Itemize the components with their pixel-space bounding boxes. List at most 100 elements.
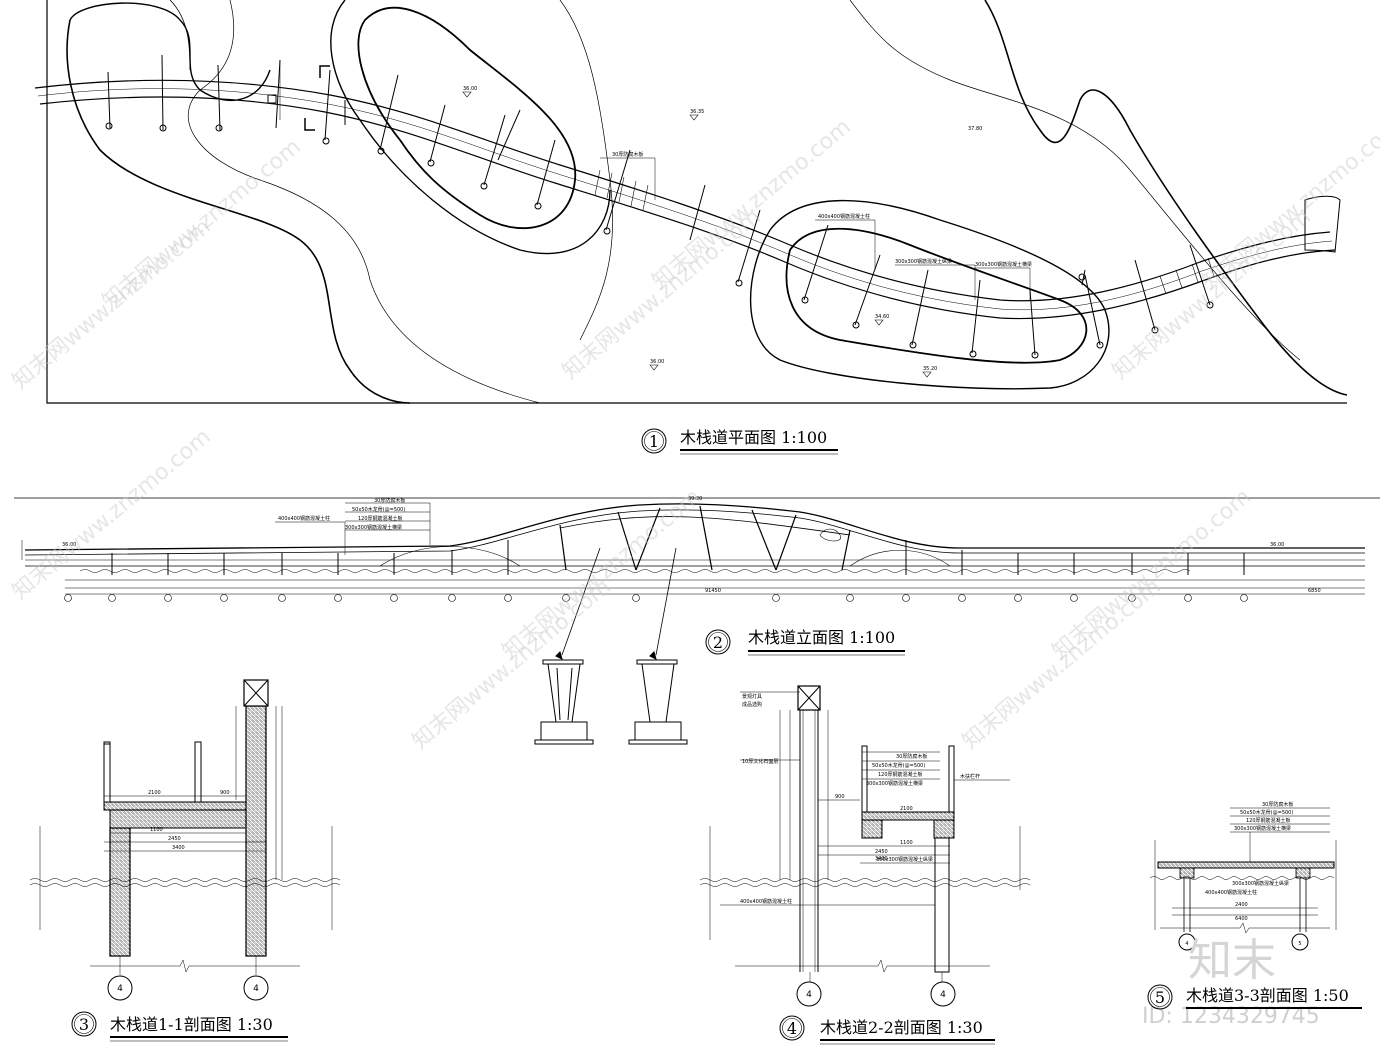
section-3-3-note: 300x300钢筋混凝土纵梁 <box>1232 880 1289 887</box>
plan-level: 35.20 <box>923 366 937 372</box>
watermark-logo: 知末 <box>1188 935 1276 986</box>
elevation-note-pier: 400x400钢筋混凝土柱 <box>278 515 330 522</box>
plan-title: 1 木栈道平面图 1:100 <box>641 428 838 455</box>
dimension: 1100 <box>150 827 163 833</box>
plan-note-pier: 400x400钢筋混凝土柱 <box>818 213 870 220</box>
plan-frame <box>46 0 1347 404</box>
section-3-3-title-text: 木栈道3-3剖面图 1:50 <box>1186 986 1349 1005</box>
elevation-axis-bubbles <box>64 594 1248 602</box>
axis-bubble-label: 4 <box>1185 941 1188 947</box>
plan-level: 37.80 <box>968 126 982 132</box>
section-3-3-note: 120厚钢筋混凝土板 <box>1246 817 1291 824</box>
watermark-text: 知末网www.znzmo.com <box>98 134 306 314</box>
walkway-edge-top <box>34 79 1331 302</box>
watermarks: 知末网www.znzmo.com 知末网www.znzmo.com 知末网www… <box>8 114 1380 1029</box>
axis-bubble-label: 4 <box>806 990 812 1000</box>
section-2-2-title: 4 木栈道2-2剖面图 1:30 <box>779 1015 995 1045</box>
dimension: 2450 <box>168 836 181 842</box>
section-3-3 <box>1149 807 1337 951</box>
plan-note-beam-long: 300x300钢筋混凝土纵梁 <box>895 258 952 265</box>
section-3-3-title-number: 5 <box>1155 988 1165 1007</box>
middle-island-outline <box>357 6 577 229</box>
section-3-3-note: 50x50木龙骨(@=500) <box>1240 809 1293 816</box>
watermark-text: 知末网www.znzmo.com <box>498 484 706 664</box>
pedestal-details <box>534 659 688 745</box>
dimension: 2100 <box>900 806 913 812</box>
section-2-2-note: 300x300钢筋混凝土横梁 <box>866 780 923 787</box>
dimension: 900 <box>835 794 845 800</box>
section-2-2-note: 景观灯具 <box>742 693 762 700</box>
section-3-3-note: 400x400钢筋混凝土柱 <box>1205 889 1257 896</box>
plan-labels: 30厚防腐木板 400x400钢筋混凝土柱 300x300钢筋混凝土纵梁 300… <box>463 86 1032 372</box>
dimension: 6400 <box>1235 916 1248 922</box>
plan-level: 34.60 <box>875 314 889 320</box>
right-island-outline <box>785 227 1088 364</box>
section-2-2-note: 成品选购 <box>742 701 762 708</box>
pier-posts <box>105 54 1214 359</box>
truss <box>559 505 851 571</box>
section-2-2-title-number: 4 <box>787 1019 797 1038</box>
section-2-2-note: 木扶栏杆 <box>960 773 980 780</box>
deck-profile <box>24 503 1365 551</box>
watermark-text: 知末网www.znzmo.com <box>8 424 216 604</box>
axis-bubble-label: 4 <box>940 990 946 1000</box>
elevation-right-dim: 6850 <box>1308 588 1321 594</box>
elevation-note: 120厚钢筋混凝土板 <box>358 515 403 522</box>
elevation-right-level: 36.00 <box>1270 542 1284 548</box>
plan-title-text: 木栈道平面图 1:100 <box>680 428 827 447</box>
section-3-3-note: 300x300钢筋混凝土横梁 <box>1234 825 1291 832</box>
elevation-note: 50x50木龙骨(@=500) <box>352 506 405 513</box>
elevation-total-dim: 91450 <box>705 588 721 594</box>
section-2-2-note: 30厚防腐木板 <box>896 753 927 760</box>
section-2-2-note: 50x50木龙骨(@=500) <box>872 762 925 769</box>
section-1-1-title-text: 木栈道1-1剖面图 1:30 <box>110 1015 273 1034</box>
elevation-view <box>14 497 1380 660</box>
section-3-3-title: 5 木栈道3-3剖面图 1:50 <box>1147 984 1362 1010</box>
walkway-edge-bottom <box>39 96 1336 320</box>
elevation-piers <box>111 540 1245 575</box>
section-3-3-note: 30厚防腐木板 <box>1262 801 1293 808</box>
dimension: 3400 <box>172 845 185 851</box>
dimension: 1100 <box>900 840 913 846</box>
elevation-note: 300x300钢筋混凝土横梁 <box>345 524 402 531</box>
elevation-left-level: 36.00 <box>62 542 76 548</box>
plan-level: 36.35 <box>690 109 704 115</box>
plan-title-number: 1 <box>649 432 659 451</box>
dimension: 2450 <box>875 849 888 855</box>
section-3-3-labels: 4 5 30厚防腐木板 50x50木龙骨(@=500) 120厚钢筋混凝土板 3… <box>1185 801 1301 947</box>
section-1-1-title-number: 3 <box>79 1015 89 1034</box>
plan-note-deck: 30厚防腐木板 <box>612 151 643 158</box>
watermark-text: 知末网www.znzmo.com <box>1198 114 1380 294</box>
left-island-outline <box>66 19 411 404</box>
axis-bubble-label: 5 <box>1298 941 1301 947</box>
elevation-note: 30厚防腐木板 <box>374 497 405 504</box>
section-2-2 <box>699 685 1031 1007</box>
watermark-text: 知末网www.znzmo.com <box>648 114 856 294</box>
elevation-title: 2 木栈道立面图 1:100 <box>705 628 905 656</box>
axis-bubble-label: 4 <box>117 984 123 994</box>
plan-view <box>34 0 1348 404</box>
elevation-labels: 30厚防腐木板 50x50木龙骨(@=500) 120厚钢筋混凝土板 300x3… <box>62 496 1321 594</box>
plan-note-beam-cross: 300x300钢筋混凝土横梁 <box>975 261 1032 268</box>
plan-level: 36.00 <box>650 359 664 365</box>
section-2-2-note: 300x300钢筋混凝土纵梁 <box>876 856 933 863</box>
section-1-1 <box>29 679 341 1001</box>
section-2-2-note: 10厚文化石面层 <box>742 758 778 765</box>
dimension: 2400 <box>1235 902 1248 908</box>
section-2-2-note: 400x400钢筋混凝土柱 <box>740 898 792 905</box>
section-1-1-title: 3 木栈道1-1剖面图 1:30 <box>71 1011 288 1042</box>
dimension: 2100 <box>148 790 161 796</box>
axis-bubble-label: 4 <box>253 984 259 994</box>
watermark-text: 知末网www.znzmo.com <box>1048 484 1256 664</box>
dimension: 3400 <box>875 856 888 862</box>
elevation-top-level: 39.30 <box>688 496 702 502</box>
section-2-2-title-text: 木栈道2-2剖面图 1:30 <box>820 1018 983 1037</box>
dimension: 900 <box>220 790 230 796</box>
section-1-1-labels: 4 4 2100 1100 2450 3400 900 <box>117 790 259 994</box>
plan-level: 36.00 <box>463 86 477 92</box>
elevation-title-number: 2 <box>713 633 723 652</box>
elevation-title-text: 木栈道立面图 1:100 <box>748 628 895 647</box>
section-2-2-note: 120厚钢筋混凝土板 <box>878 771 923 778</box>
section-2-2-labels: 4 4 景观灯具 成品选购 10厚文化石面层 30厚防腐木板 50x50木龙骨(… <box>740 693 980 1000</box>
